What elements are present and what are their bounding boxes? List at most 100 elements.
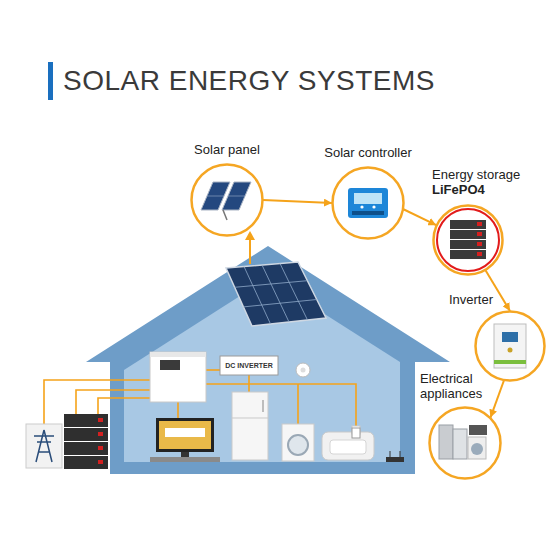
title-bar [48, 62, 53, 100]
fridge [232, 392, 268, 460]
node-circle [333, 168, 404, 239]
node-icon [471, 443, 483, 455]
flow-node: Energy storageLiFePO4 [432, 204, 504, 276]
node-icon [450, 250, 486, 259]
node-heading: Electrical appliances [420, 371, 494, 401]
flow-node: Inverter [474, 310, 546, 382]
battery-stack [98, 418, 103, 422]
flow-node: Electrical appliances [428, 406, 502, 480]
battery-stack [98, 460, 103, 464]
washing-machine [288, 435, 308, 455]
hybrid-inverter [160, 360, 180, 370]
smoke-detector [296, 363, 310, 377]
flow-arrow [263, 200, 332, 203]
node-circle [192, 165, 263, 236]
node-circle [474, 310, 546, 382]
grid-pylon [26, 424, 62, 468]
router [400, 451, 401, 457]
house-wires [248, 375, 250, 392]
grid-pylon [34, 430, 54, 462]
television [156, 418, 214, 452]
hybrid-inverter [150, 352, 206, 357]
battery-stack [98, 446, 103, 450]
node-icon [372, 205, 375, 208]
node-icon [494, 324, 526, 368]
roof-arrow [245, 231, 255, 240]
node-icon [450, 220, 486, 229]
television [159, 421, 211, 449]
node-icon [354, 193, 382, 204]
battery-stack [64, 442, 108, 455]
washing-machine [282, 424, 314, 461]
node-circle [432, 204, 504, 276]
fridge [232, 392, 268, 460]
node-icon [437, 209, 499, 271]
dc-inverter-box [220, 356, 278, 375]
node-icon [223, 210, 227, 220]
house [86, 246, 450, 474]
node-icon [439, 425, 453, 459]
hybrid-inverter [150, 352, 206, 402]
node-icon [348, 188, 388, 218]
node-label: LiFePO4 [432, 182, 520, 197]
battery-stack [64, 414, 108, 427]
node-label: Solar panel [194, 142, 260, 157]
node-icon [508, 348, 513, 353]
node-icon [360, 205, 363, 208]
house-wires [177, 402, 179, 418]
node-icon [469, 425, 487, 435]
node-icon [494, 324, 526, 368]
roof-solar-panel [226, 262, 326, 326]
router [386, 457, 404, 462]
battery-stack [64, 414, 108, 469]
node-icon [348, 188, 388, 218]
node-heading: Energy storageLiFePO4 [432, 167, 520, 197]
node-circle [430, 408, 501, 479]
wall-socket [352, 428, 360, 438]
washing-machine [282, 424, 314, 461]
node-icon [477, 252, 482, 256]
flow-arrow [403, 209, 436, 225]
house-wires [206, 369, 220, 371]
node-icon [502, 332, 518, 342]
television [181, 452, 189, 457]
node-circle [190, 163, 264, 237]
battery-stack [64, 428, 108, 441]
node-heading: Solar panel [194, 142, 260, 157]
node-icon [468, 437, 486, 459]
node-icon [477, 222, 482, 226]
node-circle [331, 166, 405, 240]
node-icon [450, 240, 486, 249]
battery-stack [64, 456, 108, 469]
roof-solar-panel [226, 262, 326, 326]
flow-node: Solar controller [331, 166, 405, 240]
battery-stack [98, 432, 103, 436]
wall-socket [352, 428, 360, 438]
node-icon [222, 182, 251, 210]
node-icon [477, 242, 482, 246]
smoke-detector [296, 363, 310, 377]
flow-arrow [490, 380, 503, 417]
node-circle [434, 206, 503, 275]
roof-solar-panel [280, 264, 308, 321]
node-heading: Solar controller [324, 145, 411, 160]
dc-inverter-box [220, 356, 278, 375]
roof-arrow [249, 237, 251, 264]
smoke-detector [301, 368, 306, 373]
grid-pylon [26, 424, 62, 468]
television [150, 418, 220, 462]
node-circle [428, 406, 502, 480]
node-label: Solar controller [324, 145, 411, 160]
house-wires [297, 384, 299, 424]
node-circle [476, 312, 545, 381]
node-icon [352, 211, 384, 215]
node-icon [437, 209, 499, 271]
node-icon [453, 429, 467, 459]
node-icon [477, 232, 482, 236]
node-icon [207, 196, 224, 197]
hybrid-inverter [150, 352, 206, 402]
armchair [322, 426, 374, 460]
roof-solar-panel [243, 300, 316, 307]
house [86, 246, 450, 474]
television [165, 428, 205, 437]
